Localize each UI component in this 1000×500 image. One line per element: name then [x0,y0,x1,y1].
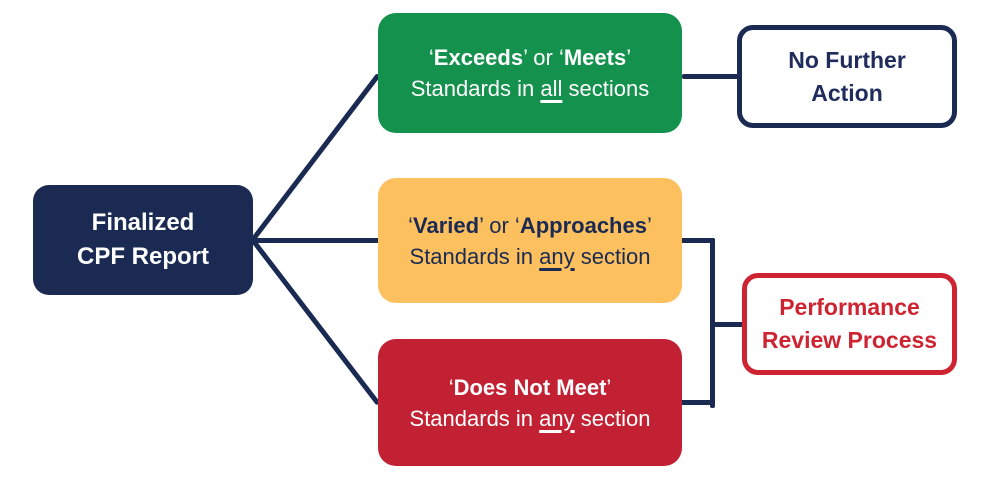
text-segment-underlined: any [539,405,575,431]
root-label-line1: Finalized [91,209,195,236]
node-no-further-action: No Further Action [737,25,957,128]
text-segment: ’ [646,212,652,238]
exceeds-label-line2: Standards in all sections [411,73,649,104]
node-performance-review-process: Performance Review Process [742,273,957,375]
text-segment-bold: Meets [563,45,627,70]
text-segment-bold: Varied [413,212,480,238]
text-segment-bold: Approaches [519,212,647,238]
text-segment: ’ or ‘ [523,45,564,70]
performance-review-line1: Performance [779,294,920,320]
performance-review-line2: Review Process [761,327,938,353]
no-further-action-line2: Action [811,79,883,106]
connector-root-to-varied [253,238,380,243]
text-segment: ‘ [448,374,454,400]
connector-bracket-to-performance-review [712,322,744,327]
text-segment: ’ [606,374,612,400]
text-segment-bold: Does Not Meet [453,374,607,400]
text-segment: Standards in [409,243,540,269]
connector-does-not-meet-stub [680,400,715,405]
connector-root-to-does-not-meet [251,238,381,406]
text-segment-underlined: all [540,76,563,101]
text-segment: Standards in [409,405,540,431]
node-does-not-meet: ‘Does Not Meet’ Standards in any section [378,339,682,466]
text-segment: section [574,243,651,269]
varied-label-line1: ‘Varied’ or ‘Approaches’ [408,210,652,241]
text-segment: ‘ [428,45,434,70]
text-segment: Standards in [410,76,541,101]
text-segment: section [574,405,651,431]
text-segment: ’ or ‘ [479,212,520,238]
text-segment: ‘ [408,212,414,238]
connector-exceeds-to-no-further-action [682,74,739,79]
does-not-meet-label-line1: ‘Does Not Meet’ [449,372,612,403]
connector-varied-stub [680,238,715,243]
text-segment: sections [562,76,650,101]
does-not-meet-label-line2: Standards in any section [410,403,651,434]
node-exceeds-or-meets: ‘Exceeds’ or ‘Meets’ Standards in all se… [378,13,682,133]
root-label-line2: CPF Report [77,243,209,270]
text-segment-bold: Exceeds [433,45,524,70]
no-further-action-line1: No Further [788,46,906,73]
varied-label-line2: Standards in any section [410,241,651,272]
node-varied-or-approaches: ‘Varied’ or ‘Approaches’ Standards in an… [378,178,682,303]
text-segment: ’ [626,45,632,70]
text-segment-underlined: any [539,243,575,269]
connector-root-to-exceeds [251,73,381,242]
node-finalized-cpf-report: Finalized CPF Report [33,185,253,295]
exceeds-label-line1: ‘Exceeds’ or ‘Meets’ [429,42,631,73]
